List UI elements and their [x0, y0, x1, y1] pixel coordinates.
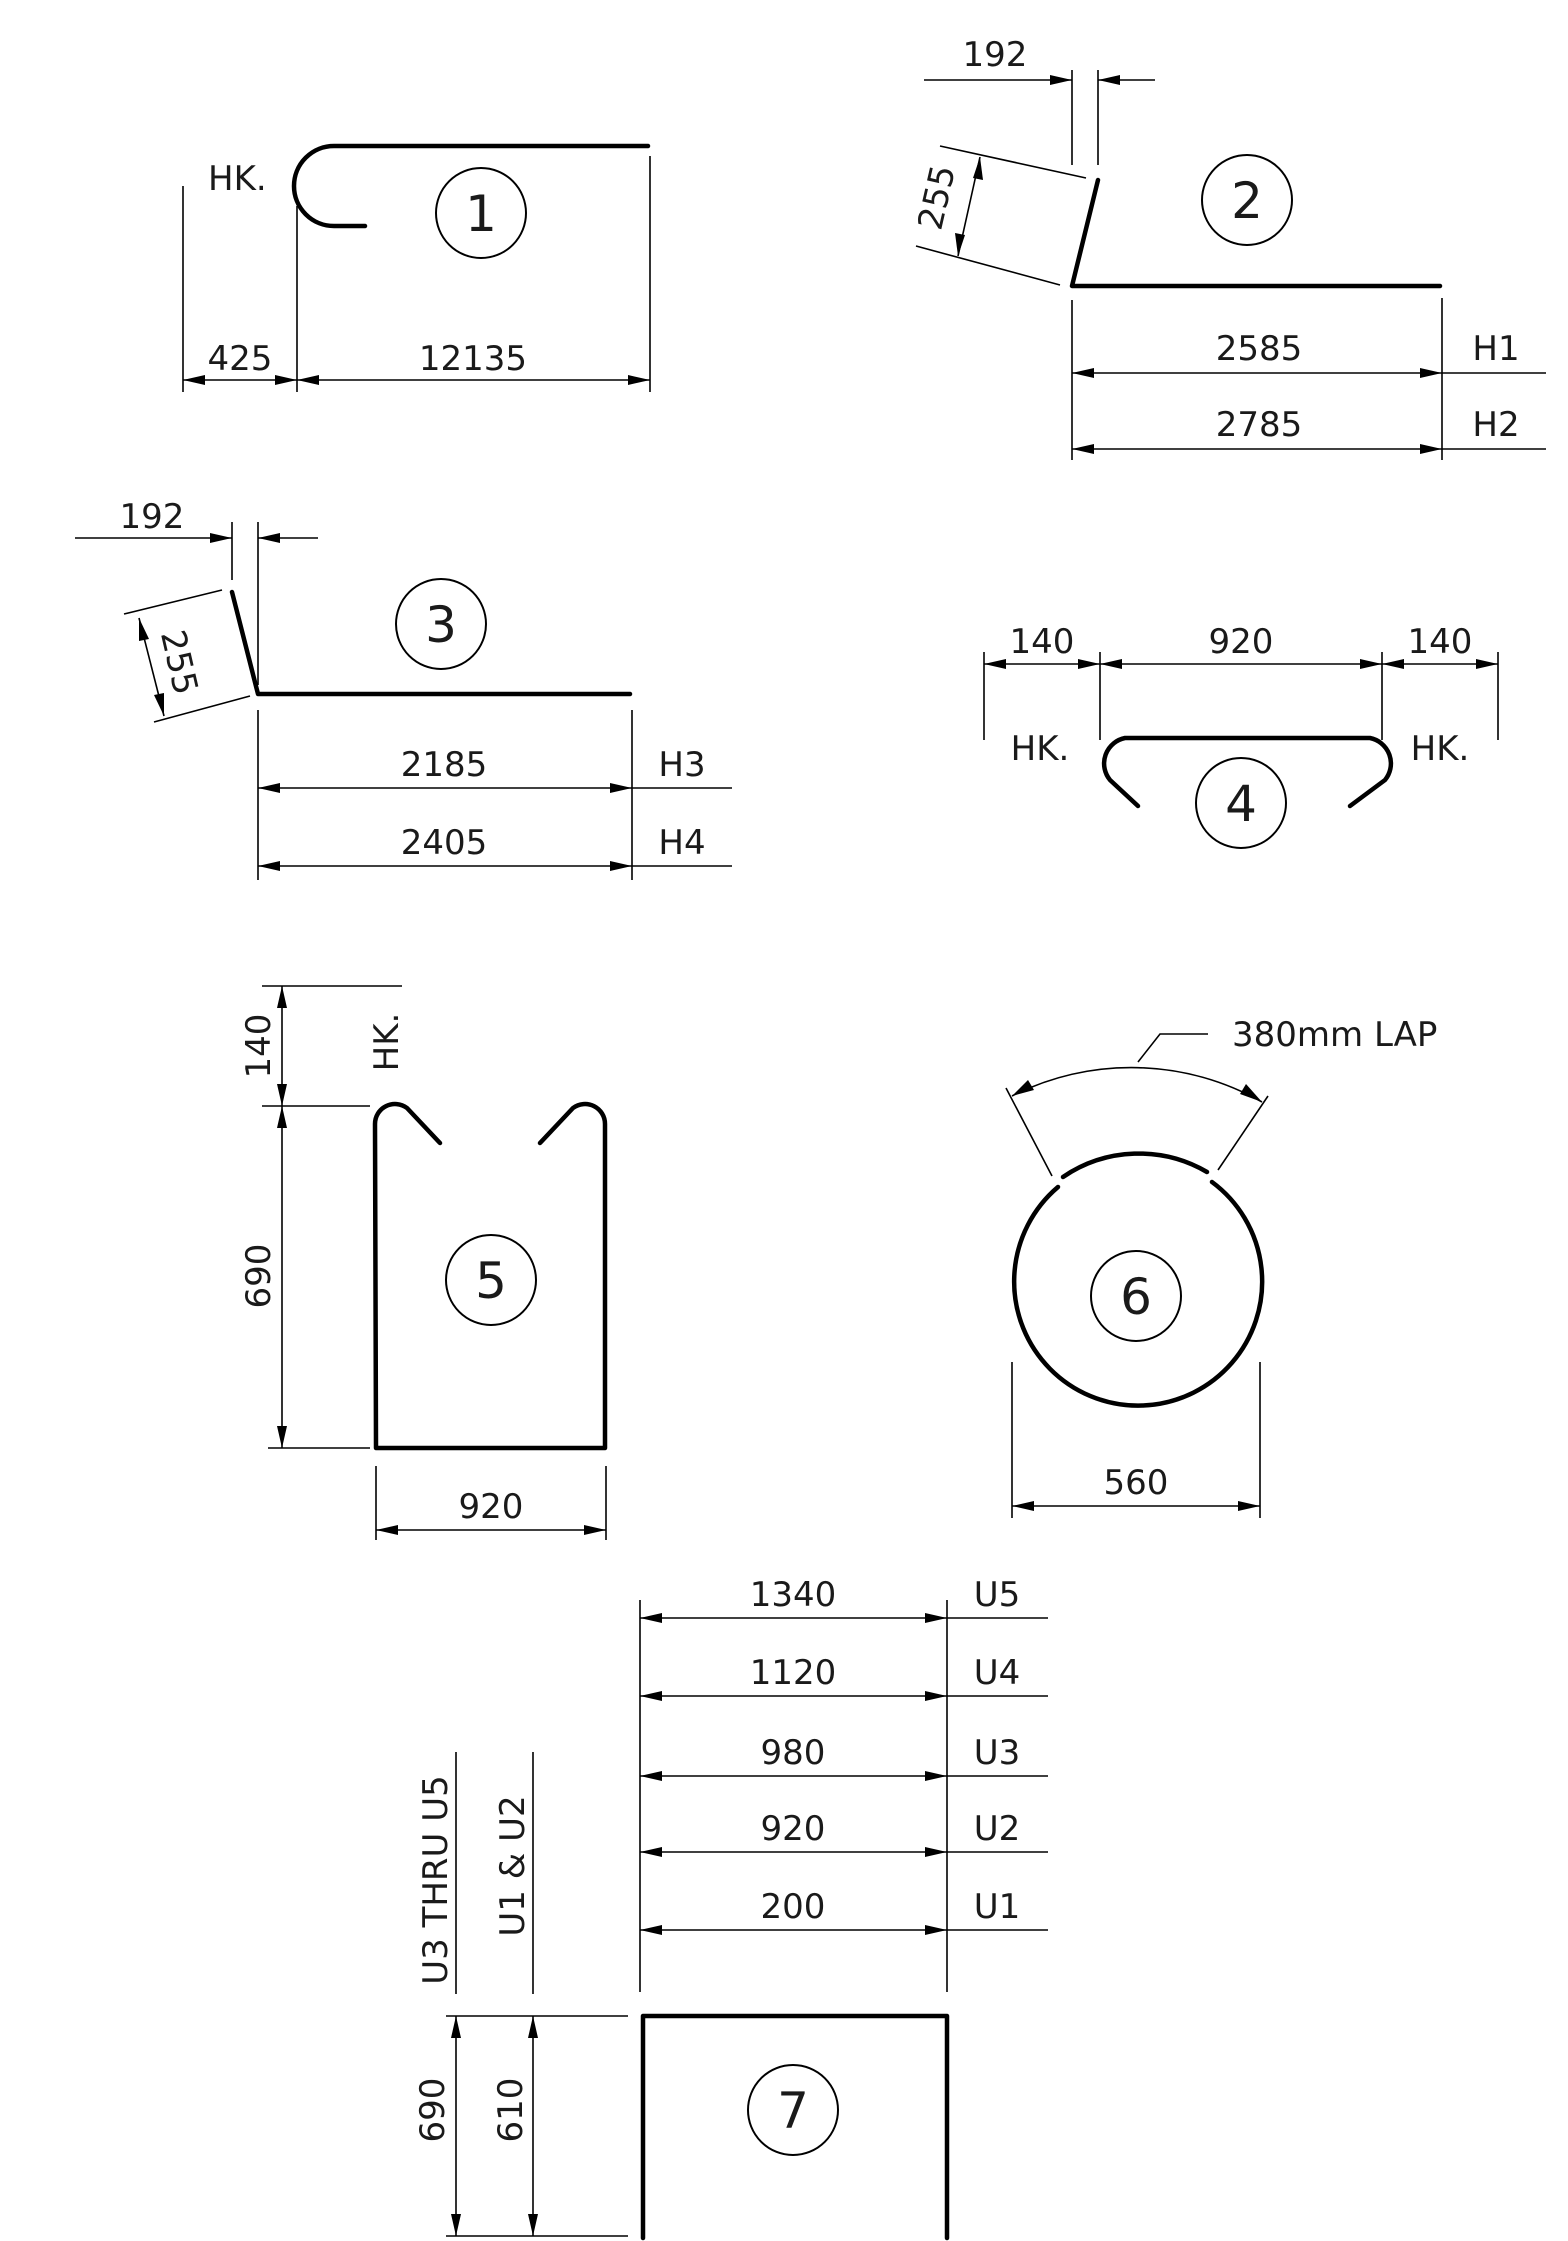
shape-5-dim-height: 690 — [239, 1244, 279, 1309]
shape-7-level-u3: 980 U3 — [640, 1733, 1048, 1781]
shape-5-dim-width: 920 — [459, 1487, 524, 1527]
shape-7-level-value: 200 — [761, 1887, 826, 1927]
shape-6-lap-ext-left — [1005, 1087, 1053, 1177]
shape-7-level-tag: U1 — [974, 1887, 1021, 1927]
shape-2-dim-slope: 255 — [910, 161, 964, 233]
shape-3-dim-slope: 255 — [152, 626, 206, 698]
shape-3-slope-ext-upper — [123, 589, 223, 615]
shape-2-dim-top: 192 — [963, 35, 1028, 75]
shape-2-bar — [1069, 177, 1443, 289]
shape-3-bubble — [395, 578, 487, 670]
shape-6-lap-arc — [1011, 1066, 1263, 1103]
shape-7-level-tag: U5 — [974, 1575, 1021, 1615]
shape-3: 192 255 2185 H3 2405 H4 3 — [75, 497, 732, 880]
shape-1-hook-label: HK. — [208, 159, 267, 199]
shape-7-dim-h-u1-u2: 610 — [491, 2078, 531, 2143]
shape-7-level-u1: 200 U1 — [640, 1887, 1048, 1935]
shape-1-number: 1 — [465, 185, 497, 243]
shape-6-bubble — [1090, 1250, 1182, 1342]
shape-6-number: 6 — [1120, 1268, 1152, 1326]
shape-4-dim-middle: 920 — [1209, 622, 1274, 662]
shape-4-hook-right: HK. — [1411, 729, 1470, 769]
shape-7-level-value: 980 — [761, 1733, 826, 1773]
shape-4-number: 4 — [1225, 775, 1257, 833]
shape-3-bar — [229, 589, 633, 697]
shape-7-level-value: 1340 — [750, 1575, 837, 1615]
shape-2-number: 2 — [1231, 172, 1263, 230]
shape-1-bar — [291, 143, 651, 229]
shape-6-ring — [1011, 1179, 1265, 1408]
shape-2-slope-ext-lower — [915, 245, 1061, 286]
shape-7-bubble — [747, 2064, 839, 2156]
shape-5-number: 5 — [475, 1252, 507, 1310]
shape-7: 1340 U5 1120 U4 980 U3 920 U2 — [413, 1575, 1048, 2241]
shape-7-level-tag: U2 — [974, 1809, 1021, 1849]
shape-7-note-u1-u2: U1 & U2 — [493, 1795, 533, 1936]
shape-6-dim-diameter: 560 — [1104, 1463, 1169, 1503]
shape-1-dim-hook: 425 — [208, 339, 273, 379]
shape-4-bubble — [1195, 757, 1287, 849]
shape-3-number: 3 — [425, 596, 457, 654]
shape-7-level-tag: U3 — [974, 1733, 1021, 1773]
shape-6-lap-ext-right — [1217, 1095, 1269, 1171]
shape-3-tag-h3: H3 — [658, 745, 705, 785]
shape-2-tag-h2: H2 — [1472, 405, 1519, 445]
shape-3-slope-ext-lower — [153, 695, 251, 723]
shape-7-dim-h-u3-u5: 690 — [413, 2078, 453, 2143]
shape-2-slope-ext-upper — [939, 145, 1087, 179]
shape-4: 140 920 140 HK. HK. 4 — [983, 622, 1499, 849]
shape-5-bar — [372, 1101, 608, 1451]
shape-1-bubble — [435, 167, 527, 259]
shape-2-dim-h1: 2585 — [1216, 329, 1303, 369]
shape-4-hook-left: HK. — [1011, 729, 1070, 769]
shape-7-level-tag: U4 — [974, 1653, 1021, 1693]
shape-5: 140 690 HK. 920 5 — [239, 985, 608, 1540]
shape-7-bar — [640, 2013, 950, 2241]
shape-4-dim-right: 140 — [1408, 622, 1473, 662]
shape-7-level-value: 1120 — [750, 1653, 837, 1693]
shape-6-lap-leader — [1137, 1033, 1208, 1063]
shape-4-dim-left: 140 — [1010, 622, 1075, 662]
shape-3-tag-h4: H4 — [658, 823, 705, 863]
shape-7-number: 7 — [777, 2082, 809, 2140]
shape-3-dim-h3: 2185 — [401, 745, 488, 785]
shape-7-level-u4: 1120 U4 — [640, 1653, 1048, 1701]
shape-6-lap — [1060, 1151, 1210, 1180]
shape-1: HK. 425 12135 1 — [182, 143, 651, 392]
shape-3-dim-h4: 2405 — [401, 823, 488, 863]
shape-4-bar — [1101, 735, 1394, 809]
shape-2-bubble — [1201, 154, 1293, 246]
shape-5-bubble — [445, 1234, 537, 1326]
shape-5-hook-label: HK. — [367, 1013, 407, 1072]
shape-7-note-u3-u5: U3 THRU U5 — [416, 1775, 456, 1985]
shape-7-level-u5: 1340 U5 — [640, 1575, 1048, 1623]
shape-3-dim-top: 192 — [120, 497, 185, 537]
shape-2: 192 255 2585 H1 2785 H2 2 — [910, 35, 1546, 460]
shape-1-dim-length: 12135 — [419, 339, 527, 379]
shape-7-level-value: 920 — [761, 1809, 826, 1849]
shape-5-dim-hook: 140 — [239, 1014, 279, 1079]
shape-6: 380mm LAP 560 6 — [1005, 1015, 1437, 1518]
shape-7-level-u2: 920 U2 — [640, 1809, 1048, 1857]
shape-2-dim-h2: 2785 — [1216, 405, 1303, 445]
shape-6-lap-note: 380mm LAP — [1232, 1015, 1437, 1055]
shape-2-tag-h1: H1 — [1472, 329, 1519, 369]
